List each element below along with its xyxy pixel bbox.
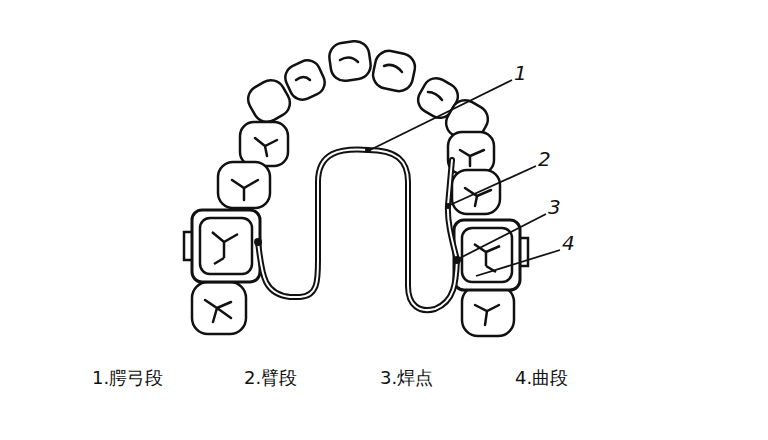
fissure bbox=[475, 305, 499, 325]
teeth bbox=[192, 39, 514, 336]
leader-line bbox=[476, 250, 560, 276]
fissure bbox=[296, 77, 310, 80]
key-text: 2.臂段 bbox=[244, 368, 297, 388]
leader-line bbox=[370, 80, 512, 150]
palatal-wire bbox=[258, 150, 457, 311]
fissure bbox=[428, 92, 442, 100]
molar-band bbox=[192, 210, 260, 282]
callout-number: 2 bbox=[538, 148, 551, 170]
tooth bbox=[452, 170, 500, 214]
callout-number: 1 bbox=[514, 62, 527, 84]
marker-dot bbox=[445, 203, 451, 209]
fissure bbox=[212, 232, 238, 264]
leader-line bbox=[460, 214, 546, 258]
fissure bbox=[255, 138, 277, 156]
leader-line bbox=[450, 166, 536, 205]
callout-number: 3 bbox=[548, 196, 561, 218]
fissure bbox=[384, 65, 402, 72]
wire-outline bbox=[258, 150, 457, 311]
tooth bbox=[370, 48, 417, 93]
leader-lines bbox=[370, 80, 560, 276]
fissure bbox=[340, 57, 358, 62]
tooth bbox=[218, 162, 270, 208]
key-text: 3.焊点 bbox=[380, 368, 433, 388]
callout-number: 4 bbox=[562, 232, 575, 254]
tooth bbox=[448, 132, 494, 174]
fissure bbox=[205, 300, 231, 322]
fissure bbox=[232, 180, 258, 200]
fissure bbox=[460, 150, 484, 166]
tooth bbox=[243, 75, 295, 127]
tooth bbox=[192, 282, 246, 334]
molar-tooth bbox=[200, 218, 252, 274]
key-text: 4.曲段 bbox=[515, 368, 568, 388]
tooth bbox=[328, 39, 373, 82]
wire-core bbox=[258, 150, 457, 311]
solder-points bbox=[254, 147, 461, 264]
tooth bbox=[240, 122, 288, 166]
tooth-fissures bbox=[205, 57, 499, 325]
solder-point bbox=[254, 238, 262, 246]
key-text: 1.腭弓段 bbox=[92, 368, 163, 388]
tooth bbox=[462, 286, 514, 336]
